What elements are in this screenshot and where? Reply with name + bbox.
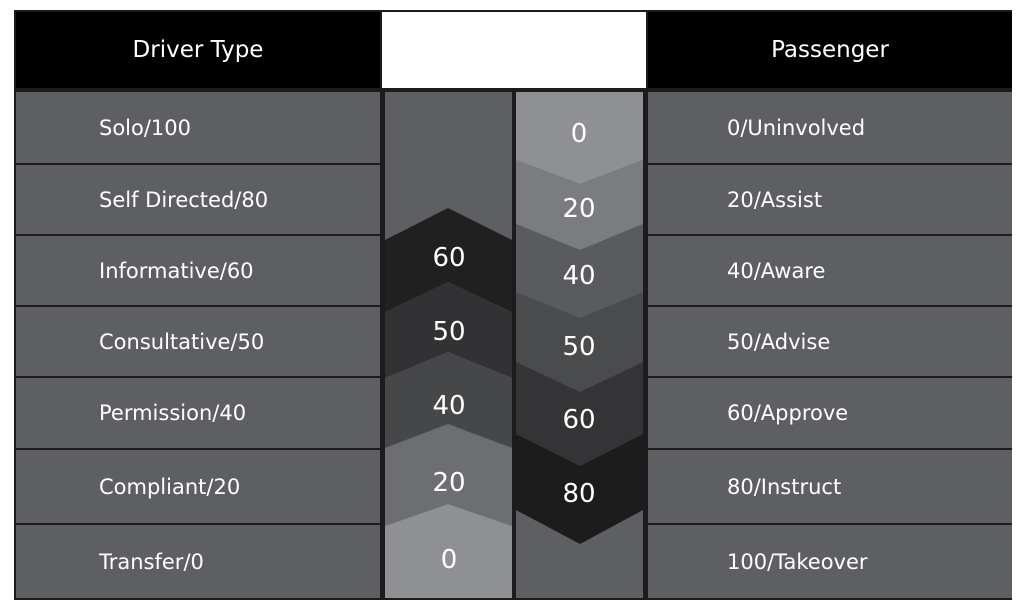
passenger-row: 100/Takeover <box>648 525 1012 598</box>
passenger-chevron <box>516 92 643 184</box>
passenger-row: 80/Instruct <box>648 450 1012 523</box>
passenger-chevron <box>516 292 643 392</box>
passenger-arrow-value: 40 <box>562 261 595 291</box>
driver-type-header: Driver Type <box>16 12 380 88</box>
passenger-arrow-value: 80 <box>562 479 595 509</box>
passenger-arrow-value: 0 <box>571 119 588 149</box>
driver-type-row: Informative/60 <box>16 236 380 305</box>
passenger-label: 20/Assist <box>727 187 823 212</box>
driver-type-label: Compliant/20 <box>99 474 241 499</box>
passenger-chevron <box>516 224 643 318</box>
driver-chevron <box>385 352 512 448</box>
driver-arrow-value: 40 <box>432 391 465 421</box>
passenger-chevron <box>516 434 643 544</box>
driver-arrow-column: 60 50 40 20 0 <box>385 92 512 598</box>
driver-chevron <box>385 282 512 378</box>
driver-arrow-value: 60 <box>432 243 465 273</box>
passenger-row: 40/Aware <box>648 236 1012 305</box>
driver-type-label: Permission/40 <box>99 401 247 425</box>
passenger-row: 20/Assist <box>648 165 1012 234</box>
driver-type-row: Solo/100 <box>16 92 380 163</box>
passenger-label: 0/Uninvolved <box>727 115 866 140</box>
passenger-label: 80/Instruct <box>727 474 842 499</box>
passenger-label: 40/Aware <box>727 258 826 283</box>
driver-chevron <box>385 504 512 598</box>
driver-arrow-value: 50 <box>432 317 465 347</box>
passenger-arrow-value: 20 <box>562 194 595 224</box>
passenger-label: 60/Approve <box>727 401 849 425</box>
passenger-row: 0/Uninvolved <box>648 92 1012 163</box>
driver-type-row: Consultative/50 <box>16 307 380 376</box>
passenger-arrow-column: 0 20 40 50 60 80 <box>516 92 643 598</box>
driver-arrow-value: 0 <box>441 545 458 575</box>
passenger-label: 100/Takeover <box>727 549 868 574</box>
driver-type-row: Self Directed/80 <box>16 165 380 234</box>
driver-type-label: Transfer/0 <box>99 549 204 574</box>
driver-arrow-value: 20 <box>432 468 465 498</box>
passenger-row: 50/Advise <box>648 307 1012 376</box>
passenger-label: 50/Advise <box>727 329 831 354</box>
middle-header <box>382 12 646 88</box>
driver-type-label: Solo/100 <box>99 115 192 140</box>
driver-type-header-label: Driver Type <box>132 37 264 63</box>
passenger-header: Passenger <box>648 12 1012 88</box>
driver-chevron <box>385 208 512 312</box>
driver-type-label: Informative/60 <box>99 258 254 283</box>
driver-type-row: Permission/40 <box>16 378 380 448</box>
passenger-arrow-value: 60 <box>562 405 595 435</box>
driver-type-row: Transfer/0 <box>16 525 380 598</box>
passenger-arrow-value: 50 <box>562 332 595 362</box>
passenger-chevron <box>516 362 643 466</box>
driver-type-row: Compliant/20 <box>16 450 380 523</box>
passenger-header-label: Passenger <box>771 37 889 63</box>
driver-chevron <box>385 424 512 526</box>
passenger-chevron <box>516 160 643 250</box>
passenger-row: 60/Approve <box>648 378 1012 448</box>
driver-type-label: Consultative/50 <box>99 329 265 354</box>
driver-type-label: Self Directed/80 <box>99 187 269 212</box>
